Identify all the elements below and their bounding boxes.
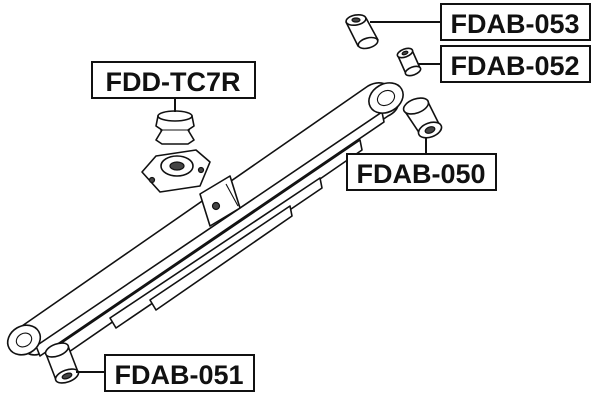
label-fdab050-text: FDAB-050: [356, 159, 485, 189]
label-fdab052: FDAB-052: [440, 45, 591, 83]
label-fdab053-text: FDAB-053: [450, 9, 579, 39]
label-fddtc7r-text: FDD-TC7R: [106, 67, 241, 97]
label-fdab051: FDAB-051: [104, 354, 255, 392]
front-bushing-part: [44, 342, 80, 384]
small-bushing-part: [396, 47, 422, 77]
label-fdab053: FDAB-053: [440, 3, 591, 41]
label-fddtc7r: FDD-TC7R: [91, 61, 256, 99]
sleeve-pin-part: [345, 13, 379, 50]
bump-stop-part: [141, 110, 211, 193]
label-fdab050: FDAB-050: [346, 153, 497, 191]
label-fdab051-text: FDAB-051: [114, 360, 243, 390]
label-fdab052-text: FDAB-052: [450, 51, 579, 81]
leaf-spring: [6, 82, 404, 357]
rear-bushing-part: [402, 97, 443, 139]
